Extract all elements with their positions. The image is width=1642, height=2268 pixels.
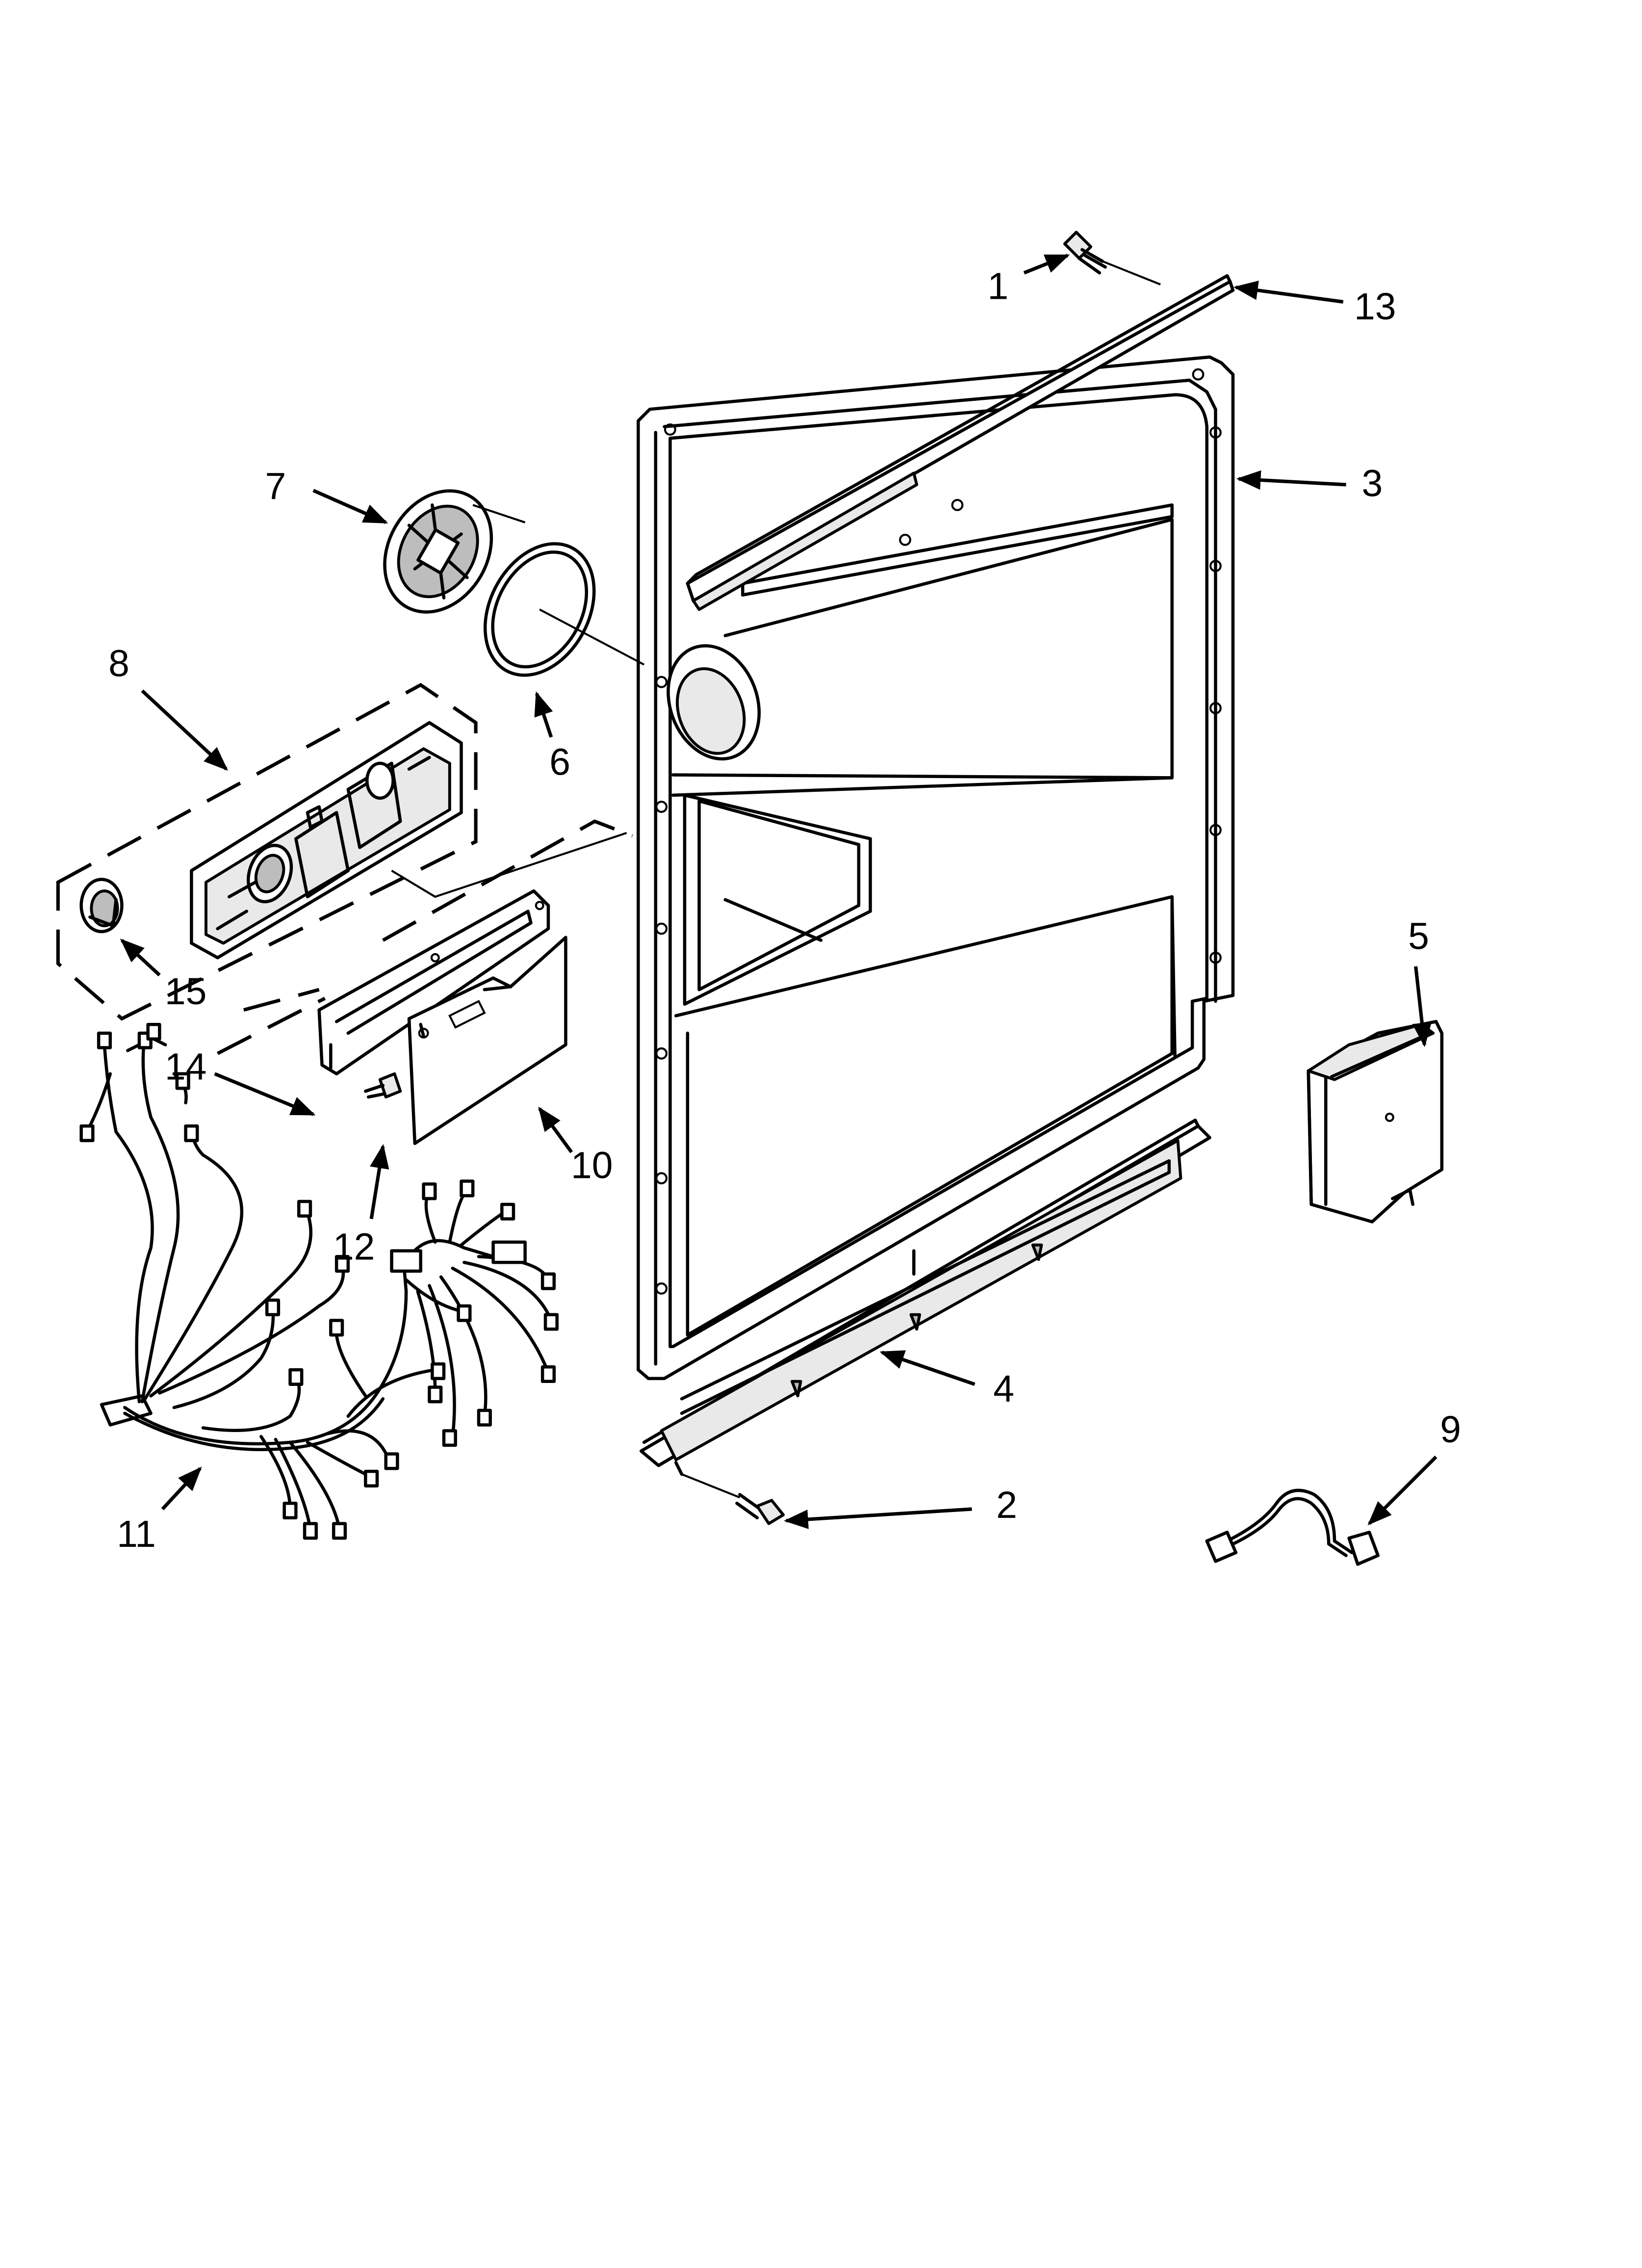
callout-8: 8: [108, 642, 129, 684]
dashed-leader-2: [217, 988, 326, 1055]
mounting-bracket: [317, 889, 550, 1076]
wire-harness: [85, 1031, 553, 1531]
callout-1: 1: [987, 265, 1008, 307]
vent-bracket: [1307, 1020, 1444, 1224]
callout-7: 7: [265, 466, 286, 508]
callout-4: 4: [993, 1368, 1014, 1410]
vent-gasket: [472, 504, 645, 677]
knob: [79, 878, 124, 934]
callout-12: 12: [333, 1225, 375, 1268]
callout-labels: 1 13 3 7 6 8 5 15 14 10 12 4 9 2 11: [108, 265, 1461, 1555]
callout-14: 14: [165, 1046, 207, 1088]
callout-6: 6: [549, 741, 570, 783]
callout-3: 3: [1362, 463, 1383, 505]
callout-9: 9: [1440, 1408, 1461, 1451]
harness-connectors: [79, 1022, 559, 1540]
bottom-trim-strip: [640, 1119, 1211, 1476]
dispenser-assembly: [56, 682, 627, 1021]
screw-12: [364, 1072, 402, 1099]
wire-jumper: [1205, 1488, 1380, 1566]
screw-top: [1063, 231, 1161, 286]
vent-cover: [383, 489, 493, 614]
callout-5: 5: [1408, 915, 1429, 957]
callout-10: 10: [571, 1145, 613, 1187]
screw-bottom: [681, 1473, 785, 1525]
inner-door-panel: [637, 355, 1235, 1381]
callout-11: 11: [117, 1513, 156, 1555]
control-board: [407, 936, 567, 1145]
callout-13: 13: [1354, 286, 1396, 328]
leader-lines: [120, 254, 1437, 1529]
callout-15: 15: [165, 970, 207, 1013]
callout-2: 2: [996, 1484, 1017, 1526]
top-trim-strip: [686, 274, 1235, 611]
dashed-leader: [382, 819, 633, 942]
